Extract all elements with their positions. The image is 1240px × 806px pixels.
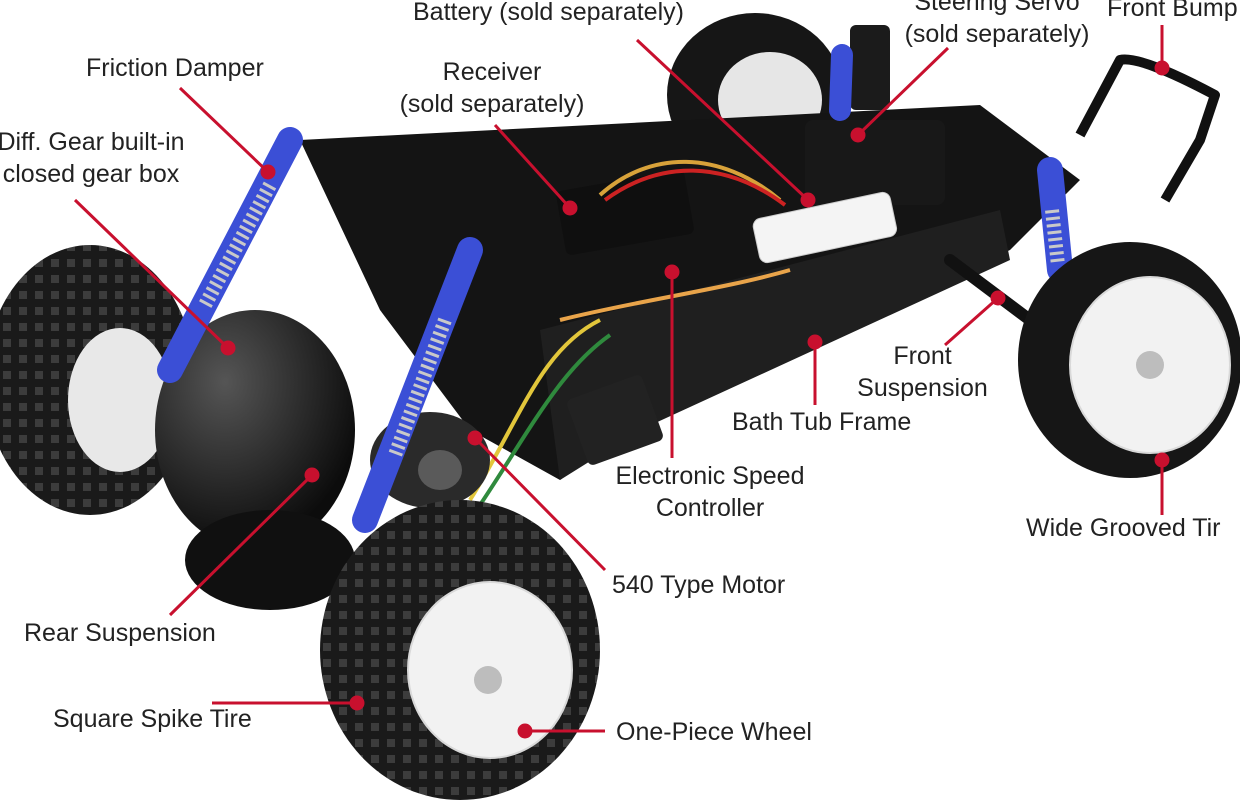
label-front-suspension: Front Suspension <box>845 340 1000 404</box>
label-diff-gear-line1: Diff. Gear built-in <box>0 128 185 156</box>
steering-servo <box>805 25 945 205</box>
front-shock-right <box>1037 157 1073 283</box>
rear-left-tire <box>0 245 195 515</box>
label-receiver-line1: Receiver <box>442 58 542 86</box>
label-diff-gear-line2: closed gear box <box>2 160 180 188</box>
label-battery: Battery (sold separately) <box>413 0 684 26</box>
label-electronic-speed-controller: Electronic Speed Controller <box>604 460 816 524</box>
front-left-tire <box>320 500 600 800</box>
label-steering-servo-line2: (sold separately) <box>904 20 1090 48</box>
gear-box <box>155 310 355 610</box>
label-esc-line1: Electronic Speed <box>615 462 805 490</box>
receiver <box>556 170 694 255</box>
label-bath-tub-frame: Bath Tub Frame <box>732 408 912 436</box>
front-suspension-arm <box>944 254 1036 326</box>
front-bumper <box>1075 54 1220 203</box>
label-rear-suspension: Rear Suspension <box>24 619 216 647</box>
label-receiver-line2: (sold separately) <box>399 90 585 118</box>
front-right-tire <box>1018 242 1240 478</box>
label-esc-line2: Controller <box>655 494 765 522</box>
label-wide-grooved-tire: Wide Grooved Tir <box>1026 514 1221 542</box>
label-steering-servo: Steering Servo (sold separately) <box>892 0 1102 50</box>
label-diff-gear: Diff. Gear built-in closed gear box <box>0 126 196 190</box>
rear-shock-right <box>352 237 483 533</box>
label-friction-damper: Friction Damper <box>86 54 264 82</box>
label-front-suspension-line1: Front <box>893 342 952 370</box>
label-square-spike-tire: Square Spike Tire <box>53 705 252 733</box>
label-front-bumper: Front Bump <box>1107 0 1238 22</box>
front-shock-left <box>829 44 853 121</box>
battery <box>752 191 898 264</box>
label-front-suspension-line2: Suspension <box>857 374 988 402</box>
label-receiver: Receiver (sold separately) <box>386 56 598 120</box>
label-steering-servo-line1: Steering Servo <box>914 0 1080 16</box>
leader-lines <box>73 25 1170 739</box>
label-540-type-motor: 540 Type Motor <box>612 571 786 599</box>
label-one-piece-wheel: One-Piece Wheel <box>616 718 812 746</box>
